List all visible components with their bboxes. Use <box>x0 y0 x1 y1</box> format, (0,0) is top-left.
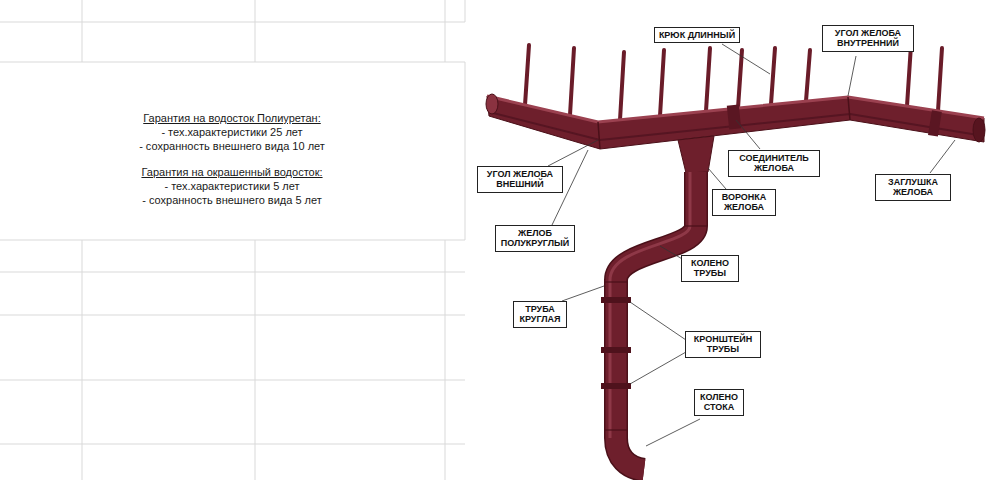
warranty-line: - тех.характеристики 5 лет <box>20 179 444 193</box>
callout-label: УГОЛ ЖЕЛОБА ВНЕШНИЙ <box>482 169 558 190</box>
downpipe <box>601 136 714 470</box>
sheet-grid <box>0 0 465 480</box>
callout-box: КРЮК ДЛИННЫЙ <box>654 27 740 43</box>
warranty-notes: Гарантия на водосток Полиуретан:- тех.ха… <box>20 111 444 207</box>
callout-label: ТРУБА КРУГЛАЯ <box>518 304 562 325</box>
callout-label: КРОНШТЕЙН ТРУБЫ <box>690 334 756 355</box>
callout-label: ВОРОНКА ЖЕЛОБА <box>717 192 771 213</box>
callout-label: КОЛЕНО СТОКА <box>699 392 739 413</box>
callout-label: УГОЛ ЖЕЛОБА ВНУТРЕННИЙ <box>827 28 909 49</box>
warranty-line: - тех.характеристики 25 лет <box>20 125 444 139</box>
warranty-line: - сохранность внешнего вида 5 лет <box>20 193 444 207</box>
callout-label: СОЕДИНИТЕЛЬ ЖЕЛОБА <box>733 153 815 174</box>
callout-box: КРОНШТЕЙН ТРУБЫ <box>685 331 761 358</box>
callout-box: ЖЕЛОБ ПОЛУКРУГЛЫЙ <box>495 225 575 252</box>
callout-label: ЖЕЛОБ ПОЛУКРУГЛЫЙ <box>500 228 570 249</box>
warranty-line: - сохранность внешнего вида 10 лет <box>20 139 444 153</box>
callout-box: СОЕДИНИТЕЛЬ ЖЕЛОБА <box>728 150 820 177</box>
callout-box: ТРУБА КРУГЛАЯ <box>513 301 567 328</box>
callout-box: УГОЛ ЖЕЛОБА ВНЕШНИЙ <box>477 166 563 193</box>
warranty-heading: Гарантия на окрашенный водосток: <box>20 165 444 179</box>
callout-label: КОЛЕНО ТРУБЫ <box>686 258 734 279</box>
leader-lines <box>548 44 955 446</box>
gutter-body <box>486 94 985 149</box>
callout-label: КРЮК ДЛИННЫЙ <box>659 30 735 40</box>
callout-box: УГОЛ ЖЕЛОБА ВНУТРЕННИЙ <box>822 25 914 52</box>
callout-box: КОЛЕНО СТОКА <box>694 389 744 416</box>
callout-box: ЗАГЛУШКА ЖЕЛОБА <box>875 174 951 201</box>
callout-box: КОЛЕНО ТРУБЫ <box>681 255 739 282</box>
warranty-heading: Гарантия на водосток Полиуретан: <box>20 111 444 125</box>
callout-box: ВОРОНКА ЖЕЛОБА <box>712 189 776 216</box>
callout-label: ЗАГЛУШКА ЖЕЛОБА <box>880 177 946 198</box>
